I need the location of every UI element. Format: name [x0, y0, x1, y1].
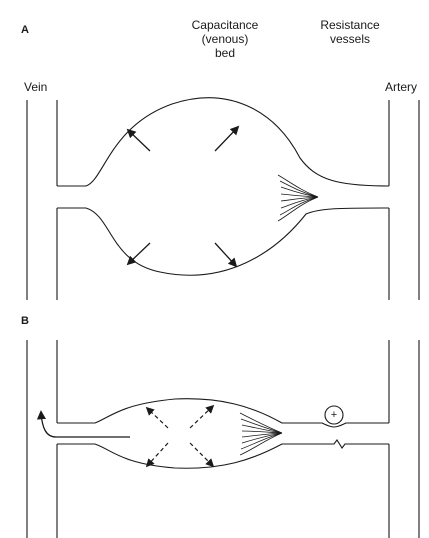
- dash-arrow-down-left: [147, 443, 168, 466]
- artery-label: Artery: [385, 80, 417, 94]
- dash-arrow-up-right: [190, 406, 213, 428]
- plus-valve-symbol: +: [326, 410, 342, 421]
- arrow-up-left: [128, 130, 150, 151]
- arrow-down-left: [128, 243, 150, 264]
- expansion-arrows-dashed: [147, 406, 213, 466]
- dash-arrow-up-left: [147, 408, 168, 428]
- arrow-up-right: [215, 127, 238, 151]
- capacitance-label-line1: Capacitance: [175, 18, 275, 32]
- dash-arrow-down-right: [190, 443, 213, 466]
- capacitance-bed-bottom-b: [57, 440, 389, 468]
- vein-label: Vein: [24, 80, 47, 94]
- panel-b-label: B: [21, 315, 29, 327]
- resistance-label-line2: vessels: [300, 32, 400, 46]
- expansion-arrows-solid: [128, 127, 238, 266]
- capacitance-bed-bottom: [57, 208, 389, 275]
- resistance-label-line1: Resistance: [300, 18, 400, 32]
- panel-b-drawing: [27, 340, 419, 538]
- resistance-label: Resistance vessels: [300, 18, 400, 46]
- panel-a-label: A: [21, 24, 29, 36]
- capacitance-label: Capacitance (venous) bed: [175, 18, 275, 60]
- panel-a-drawing: [27, 98, 419, 300]
- arrow-down-right: [215, 243, 236, 266]
- venous-outflow-arrow: [41, 412, 130, 437]
- capacitance-label-line2: (venous): [175, 32, 275, 46]
- resistance-vessels-fan: [278, 175, 318, 221]
- capacitance-label-line3: bed: [175, 46, 275, 60]
